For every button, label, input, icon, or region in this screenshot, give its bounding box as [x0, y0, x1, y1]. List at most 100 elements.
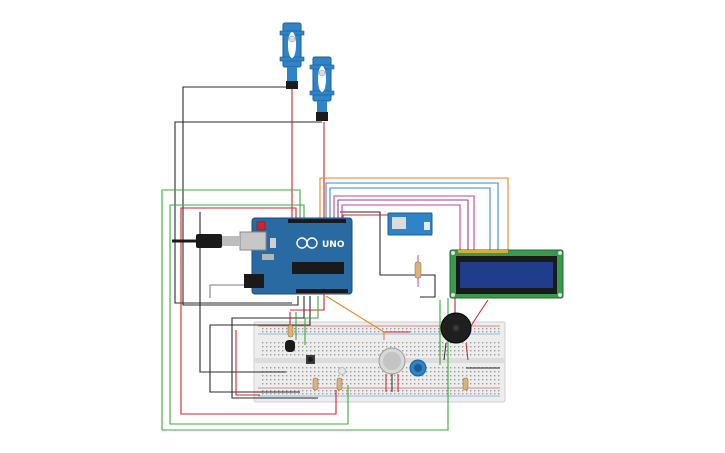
breadboard-hole	[354, 354, 356, 356]
breadboard-hole	[454, 375, 456, 377]
breadboard-hole	[446, 379, 448, 381]
breadboard-hole	[358, 375, 360, 377]
breadboard-hole	[326, 375, 328, 377]
breadboard-hole	[346, 331, 348, 333]
breadboard-hole	[374, 354, 376, 356]
wire-blue[interactable]	[325, 182, 499, 250]
breadboard-hole	[414, 331, 416, 333]
breadboard-hole	[470, 393, 472, 395]
breadboard-hole	[342, 379, 344, 381]
breadboard-hole	[454, 379, 456, 381]
breadboard-hole	[406, 342, 408, 344]
wire-pink[interactable]	[333, 195, 475, 250]
breadboard-hole	[302, 354, 304, 356]
breadboard-hole	[402, 342, 404, 344]
breadboard-hole	[454, 371, 456, 373]
wire-black[interactable]	[231, 296, 318, 399]
breadboard-hole	[318, 383, 320, 385]
resistor[interactable]	[336, 377, 343, 391]
breadboard-hole	[290, 371, 292, 373]
wire-pink[interactable]	[341, 204, 461, 250]
breadboard-hole	[342, 383, 344, 385]
wire-blue[interactable]	[329, 187, 491, 250]
wire-black[interactable]	[199, 212, 286, 373]
arduino-uno-board[interactable]: UNO	[239, 217, 353, 295]
wire-black[interactable]	[340, 211, 436, 298]
breadboard-hole	[490, 379, 492, 381]
piezo-buzzer[interactable]	[440, 312, 472, 361]
usb-cable[interactable]	[172, 234, 240, 248]
resistor[interactable]	[462, 377, 469, 391]
breadboard-hole	[494, 346, 496, 348]
breadboard-hole	[342, 375, 344, 377]
wire-green[interactable]	[169, 204, 349, 425]
breadboard-hole	[406, 393, 408, 395]
breadboard-hole	[442, 350, 444, 352]
resistor[interactable]	[414, 255, 422, 287]
breadboard-hole	[458, 379, 460, 381]
breadboard-hole	[366, 371, 368, 373]
breadboard-hole	[270, 383, 272, 385]
breadboard-hole	[398, 379, 400, 381]
breadboard-hole	[354, 383, 356, 385]
breadboard-hole	[262, 393, 264, 395]
resistor[interactable]	[287, 324, 294, 338]
breadboard-hole	[438, 367, 440, 369]
breadboard-hole	[338, 350, 340, 352]
wire-green[interactable]	[304, 296, 319, 345]
breadboard-hole	[366, 383, 368, 385]
breadboard-hole	[430, 383, 432, 385]
wire-red[interactable]	[180, 207, 337, 415]
breadboard-hole	[326, 383, 328, 385]
led[interactable]	[338, 367, 346, 375]
bluetooth-module[interactable]	[387, 212, 433, 236]
breadboard-hole	[358, 393, 360, 395]
transistor[interactable]	[285, 340, 295, 352]
breadboard-hole	[450, 390, 452, 392]
breadboard-hole	[270, 350, 272, 352]
potentiometer[interactable]	[409, 359, 427, 377]
breadboard-hole	[294, 371, 296, 373]
breadboard-hole	[454, 350, 456, 352]
wire-red[interactable]	[235, 330, 260, 396]
servo-motor-1[interactable]	[279, 22, 305, 89]
breadboard-hole	[378, 379, 380, 381]
breadboard-hole	[478, 354, 480, 356]
capacitor	[270, 238, 276, 248]
breadboard-hole	[326, 367, 328, 369]
breadboard-hole	[486, 379, 488, 381]
reset-button[interactable]	[256, 221, 266, 231]
servo-connector	[286, 81, 298, 89]
wire-black[interactable]	[174, 121, 322, 304]
breadboard-hole	[366, 390, 368, 392]
breadboard-hole	[290, 354, 292, 356]
wire-orange[interactable]	[325, 295, 385, 340]
wire-gray[interactable]	[209, 284, 250, 298]
breadboard-hole	[262, 331, 264, 333]
breadboard-hole	[302, 331, 304, 333]
breadboard-hole	[294, 367, 296, 369]
servo-motor-2[interactable]	[309, 56, 335, 121]
wire-green[interactable]	[161, 189, 449, 431]
wire-red[interactable]	[290, 122, 325, 311]
breadboard-hole	[310, 342, 312, 344]
breadboard-hole	[294, 350, 296, 352]
breadboard-hole	[338, 393, 340, 395]
breadboard-hole	[338, 346, 340, 348]
breadboard-hole	[442, 375, 444, 377]
wire-purple[interactable]	[337, 199, 469, 250]
wire-black[interactable]	[209, 296, 311, 393]
breadboard-hole	[486, 328, 488, 330]
breadboard-hole	[386, 342, 388, 344]
gas-sensor[interactable]	[378, 347, 406, 392]
breadboard-hole	[342, 354, 344, 356]
breadboard-hole	[334, 383, 336, 385]
push-button[interactable]	[306, 355, 315, 364]
lcd-16x2[interactable]	[449, 249, 564, 299]
breadboard-hole	[274, 346, 276, 348]
breadboard-hole	[406, 390, 408, 392]
breadboard-hole	[322, 393, 324, 395]
breadboard-hole	[354, 328, 356, 330]
wire-black[interactable]	[182, 86, 299, 306]
resistor[interactable]	[312, 377, 319, 391]
